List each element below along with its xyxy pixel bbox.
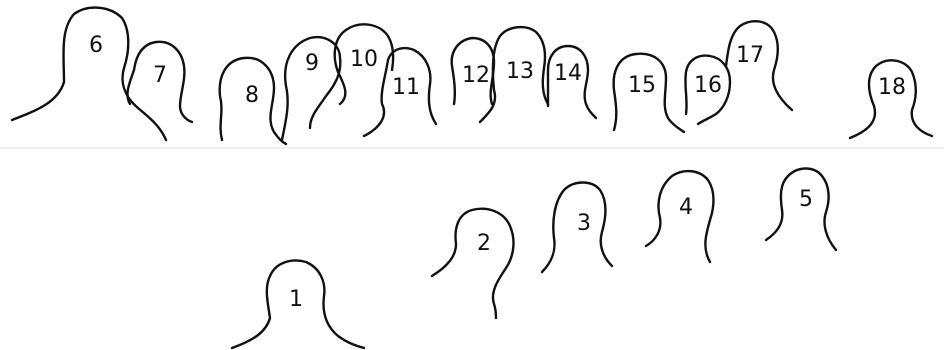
figure-15-number: 15	[628, 73, 656, 98]
figure-7-number: 7	[153, 63, 167, 88]
figure-6: 6	[12, 8, 166, 140]
figure-14-number: 14	[554, 61, 582, 86]
figure-16-number: 16	[694, 73, 722, 98]
figure-5: 5	[766, 169, 836, 251]
figure-10-number: 10	[350, 47, 378, 72]
figure-8: 8	[220, 58, 286, 144]
figure-17-number: 17	[736, 43, 764, 68]
figure-2: 2	[432, 209, 513, 318]
figure-1: 1	[232, 261, 364, 348]
figure-18-number: 18	[878, 75, 906, 100]
figure-16: 16	[685, 56, 730, 124]
figure-9-number: 9	[305, 51, 319, 76]
figure-8-number: 8	[245, 83, 259, 108]
figure-11-number: 11	[392, 75, 420, 100]
figure-5-number: 5	[799, 187, 813, 212]
figure-17: 17	[726, 21, 792, 110]
figure-10: 10	[335, 24, 393, 104]
figure-18: 18	[850, 60, 932, 138]
figure-13-number: 13	[506, 59, 534, 84]
figure-13: 13	[480, 27, 548, 122]
figure-3: 3	[542, 183, 612, 273]
figure-2-number: 2	[477, 231, 491, 256]
figure-3-number: 3	[577, 211, 591, 236]
figure-9: 9	[282, 37, 340, 140]
figure-14: 14	[548, 46, 596, 118]
figure-1-number: 1	[289, 287, 303, 312]
figure-12-number: 12	[462, 63, 490, 88]
figure-7: 7	[127, 42, 192, 122]
figure-4-number: 4	[679, 195, 693, 220]
figure-6-number: 6	[89, 33, 103, 58]
figure-15: 15	[614, 54, 684, 132]
figure-12: 12	[452, 38, 494, 104]
figure-4: 4	[646, 171, 714, 262]
